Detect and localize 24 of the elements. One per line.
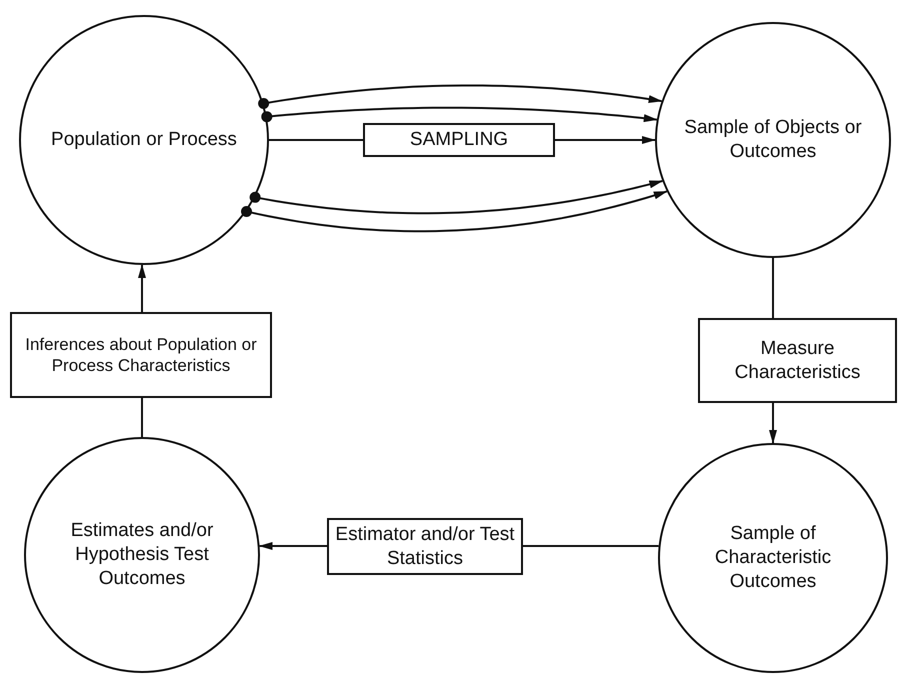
arrow — [769, 403, 777, 444]
arrow — [258, 84, 663, 109]
node-text: Population or Process — [51, 128, 237, 152]
arrow — [258, 542, 327, 550]
node-text: Estimator and/or Test Statistics — [335, 522, 515, 570]
process-box — [698, 318, 897, 403]
arrow — [241, 190, 668, 232]
node-text: Inferences about Population or Process Characteristics — [24, 334, 258, 376]
circle-node — [658, 443, 888, 673]
process-box — [10, 312, 272, 398]
process-box — [363, 123, 555, 157]
arrow — [138, 264, 146, 312]
arrow — [261, 106, 658, 122]
arrow — [250, 180, 664, 214]
process-box — [327, 518, 523, 575]
node-text: Measure Characteristics — [734, 336, 862, 384]
circle-node — [24, 437, 260, 673]
node-text: Sample of Characteristic Outcomes — [714, 522, 832, 594]
circle-node — [19, 15, 269, 265]
node-text: SAMPLING — [410, 128, 508, 152]
node-text: Sample of Objects or Outcomes — [683, 116, 863, 164]
circle-node — [655, 22, 891, 258]
arrow — [555, 136, 656, 144]
node-text: Estimates and/or Hypothesis Test Outcomes — [70, 519, 214, 591]
